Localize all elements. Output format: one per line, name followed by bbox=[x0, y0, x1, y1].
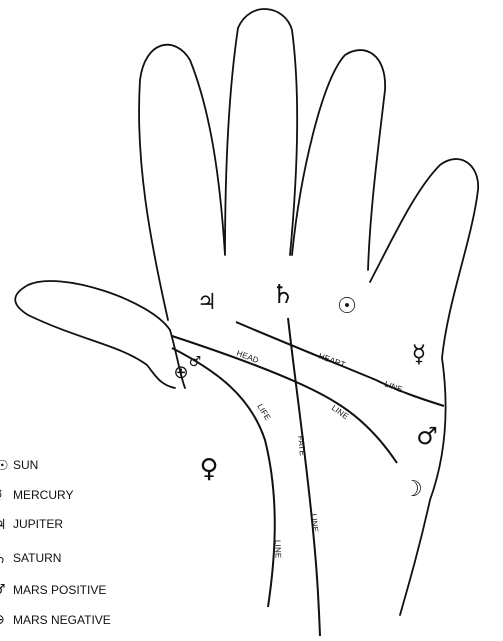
legend-saturn-glyph: ♄ bbox=[0, 551, 7, 567]
fate-line-label: FATE bbox=[296, 435, 307, 456]
legend-mars-negative-label: MARS NEGATIVE bbox=[13, 613, 111, 627]
mars-positive-symbol-inner: ♂ bbox=[189, 354, 202, 370]
life-line-label: LIFE bbox=[255, 402, 272, 422]
legend-mercury-label: MERCURY bbox=[13, 488, 73, 502]
legend-mercury-glyph: ☿ bbox=[0, 488, 3, 504]
sun-symbol: ☉ bbox=[337, 294, 357, 319]
saturn-symbol: ♄ bbox=[271, 280, 294, 310]
heart-line-label-suffix: LINE bbox=[383, 379, 404, 394]
life-line-label-suffix: LINE bbox=[273, 540, 283, 559]
legend: ☉ SUN ☿ MERCURY ♃ JUPITER ♄ SATURN ♂ MAR… bbox=[0, 458, 111, 628]
fate-line-label-suffix: LINE bbox=[309, 513, 320, 532]
heart-line-label: HEART bbox=[317, 351, 346, 369]
fate-line bbox=[288, 318, 320, 636]
jupiter-symbol: ♃ bbox=[197, 290, 217, 315]
mercury-symbol: ☿ bbox=[412, 340, 427, 368]
legend-jupiter-label: JUPITER bbox=[13, 517, 63, 531]
life-line bbox=[172, 348, 275, 607]
legend-sun-label: SUN bbox=[13, 458, 38, 472]
legend-sun-glyph: ☉ bbox=[0, 458, 9, 474]
head-line bbox=[172, 336, 397, 463]
legend-mars-negative-glyph: ⊕ bbox=[0, 612, 5, 628]
legend-saturn-label: SATURN bbox=[13, 551, 61, 565]
mars-positive-symbol: ♂ bbox=[416, 422, 438, 450]
legend-jupiter-glyph: ♃ bbox=[0, 517, 7, 533]
legend-mars-positive-label: MARS POSITIVE bbox=[13, 583, 106, 597]
head-line-label-suffix: LINE bbox=[330, 403, 350, 421]
legend-mars-positive-glyph: ♂ bbox=[0, 582, 6, 598]
hand-outline bbox=[15, 9, 478, 615]
mars-negative-symbol: ⊕ bbox=[173, 362, 188, 383]
moon-symbol: ☽ bbox=[403, 477, 423, 502]
venus-symbol: ♀ bbox=[199, 454, 218, 484]
